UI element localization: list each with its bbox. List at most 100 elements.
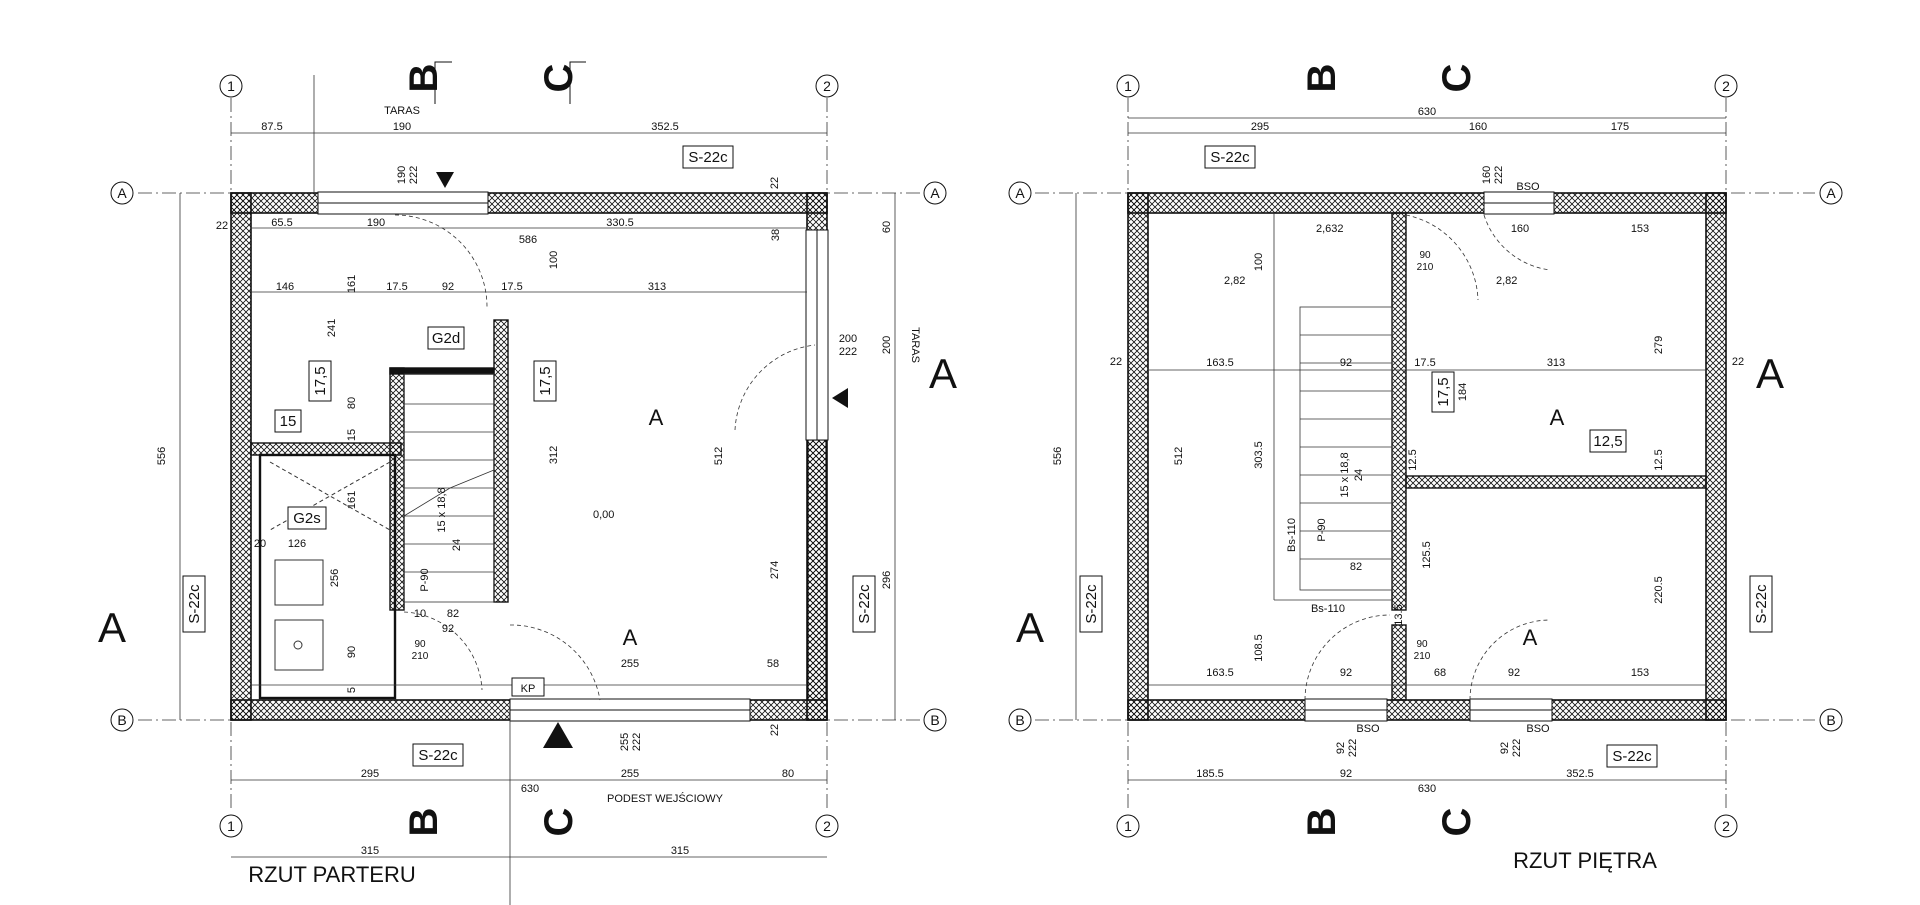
dim-label: 556 <box>156 447 168 465</box>
door-swings <box>394 214 816 701</box>
stair-label: P-90 <box>419 568 431 591</box>
dim-label: 295 <box>361 768 379 780</box>
wall-tag-thickness: 17,5 <box>537 366 554 395</box>
grid-bubble-1-top <box>219 74 243 98</box>
dim-label: 222 <box>408 166 420 184</box>
grid-bubble-1-top-upper <box>1116 74 1140 98</box>
dim-label: 255 <box>621 768 639 780</box>
dim-label: 160 <box>1511 223 1529 235</box>
dim-label: 125.5 <box>1421 541 1433 569</box>
dim-label: 22 <box>769 724 781 736</box>
stair-label: 24 <box>1353 469 1365 481</box>
dim-label: 222 <box>631 733 643 751</box>
dim-label: 313 <box>648 281 666 293</box>
stair-label: P-90 <box>1316 518 1328 541</box>
section-mark-a-room: A <box>1550 405 1565 430</box>
dim-label: 200 <box>839 333 857 345</box>
dim-label: 80 <box>782 768 794 780</box>
grid-bubble-2-bottom-upper <box>1714 814 1738 838</box>
dim-label: 163.5 <box>1206 357 1234 369</box>
staircase-upper <box>1273 213 1393 601</box>
section-mark-a-entry: A <box>623 625 638 650</box>
dim-label: 222 <box>1511 739 1523 757</box>
dim-label: 22 <box>1732 356 1744 368</box>
section-mark-a-bedroom: A <box>1523 625 1538 650</box>
dim-label: 22 <box>769 177 781 189</box>
dim-label: 586 <box>519 234 537 246</box>
door-swings-upper <box>1304 214 1551 701</box>
section-mark-a-left: A <box>1016 604 1044 651</box>
dim-label: 58 <box>767 658 779 670</box>
section-mark-c-bottom: C <box>537 808 581 837</box>
stair-label: 10 <box>414 608 426 620</box>
entry-arrow-top <box>436 172 454 188</box>
dim-label: 184 <box>1457 383 1469 401</box>
dim-label: 190 <box>396 166 408 184</box>
dim-label: 92 <box>1340 667 1352 679</box>
stair-label: Bs-110 <box>1286 518 1298 552</box>
level-label: 2,82 <box>1224 275 1245 287</box>
dim-label: 255 <box>621 658 639 670</box>
stair-label: Bs-110 <box>1311 603 1345 615</box>
bubble-label: A <box>1826 185 1836 201</box>
dim-label: 92 <box>1340 768 1352 780</box>
dim-label: 255 <box>619 733 631 751</box>
wall-tag-s22c: S-22c <box>418 747 458 764</box>
dim-label: 556 <box>1052 447 1064 465</box>
section-markers-upper: B C B C <box>1300 64 1479 837</box>
bubble-label: 1 <box>1124 818 1132 834</box>
room-tag-g2s: G2s <box>293 510 321 527</box>
dim-label: 108.5 <box>1253 634 1265 662</box>
level-label: 2,82 <box>1496 275 1517 287</box>
terrace-label: TARAS <box>384 105 420 117</box>
dim-label: 92 <box>442 281 454 293</box>
dim-label: 65.5 <box>271 217 292 229</box>
grid-bubbles-ground <box>110 74 947 838</box>
dim-label: 279 <box>1653 336 1665 354</box>
room-tag-g2d: G2d <box>432 330 460 347</box>
dim-label: 352.5 <box>1566 768 1594 780</box>
wall-tag-s22c: S-22c <box>1083 584 1100 624</box>
entry-arrow-right <box>832 388 848 408</box>
grid-bubble-a-right <box>923 181 947 205</box>
dim-label: 512 <box>713 447 725 465</box>
grid-bubble-a-left <box>110 181 134 205</box>
bso-label: BSO <box>1526 723 1550 735</box>
dim-label: 512 <box>1173 447 1185 465</box>
bubble-label: 2 <box>823 818 831 834</box>
dim-label: 22 <box>216 220 228 232</box>
dim-label: 222 <box>1347 739 1359 757</box>
stair-label: 82 <box>1350 561 1362 573</box>
dim-label: 92 <box>1340 357 1352 369</box>
stair-label: 82 <box>447 608 459 620</box>
dim-label: 92 <box>1508 667 1520 679</box>
stair-label: 24 <box>451 539 463 551</box>
bubble-label: 2 <box>823 78 831 94</box>
section-mark-b-bottom: B <box>402 808 446 837</box>
grid-bubble-2-top <box>815 74 839 98</box>
grid-bubble-2-bottom <box>815 814 839 838</box>
entrance-landing-label: PODEST WEJŚCIOWY <box>607 792 724 805</box>
wall-tag-s22c: S-22c <box>1753 584 1770 624</box>
dim-label: 20 <box>254 538 266 550</box>
internal-walls <box>250 319 509 700</box>
door-size-label: 210 <box>1417 262 1434 273</box>
dim-label: 315 <box>671 845 689 857</box>
dim-label: 13.5 <box>1393 604 1405 625</box>
wall-tag-thickness: 15 <box>280 413 297 430</box>
door-size-label: 210 <box>412 651 429 662</box>
level-label: 2,632 <box>1316 223 1344 235</box>
external-walls-upper <box>1127 191 1727 722</box>
dim-label: 80 <box>346 397 358 409</box>
dim-label: 17.5 <box>501 281 522 293</box>
section-mark-a-room: A <box>649 405 664 430</box>
upper-floor-title: RZUT PIĘTRA <box>1513 848 1657 873</box>
section-mark-a-right: A <box>929 350 957 397</box>
dim-label: 190 <box>393 121 411 133</box>
dim-label: 185.5 <box>1196 768 1224 780</box>
dim-label: 630 <box>1418 783 1436 795</box>
dim-label: 630 <box>1418 106 1436 118</box>
bubble-label: A <box>1015 185 1025 201</box>
grid-bubble-b-left-upper <box>1008 708 1032 732</box>
